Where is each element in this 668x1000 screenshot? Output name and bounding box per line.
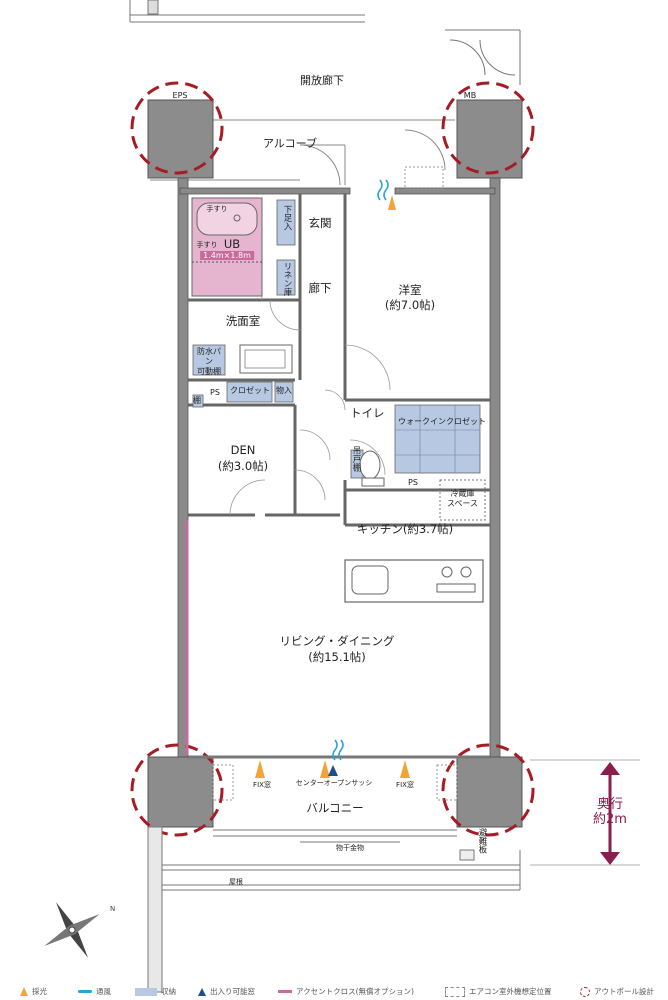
legend-wind-label: 通風 bbox=[96, 987, 111, 996]
tsuridana-label: 吊戸棚 bbox=[351, 446, 361, 472]
accent-swatch bbox=[278, 990, 292, 993]
eps-label: EPS bbox=[172, 91, 188, 100]
outpole-circles bbox=[130, 81, 535, 837]
rouka-label: 廊下 bbox=[308, 281, 332, 295]
ps1-label: PS bbox=[210, 388, 220, 397]
drain-icon bbox=[233, 214, 241, 222]
legend-ac: エアコン室外機想定位置 bbox=[445, 986, 552, 997]
tesuri1-label: 手すり bbox=[206, 205, 228, 213]
hiita-label: 避難板 bbox=[477, 828, 487, 854]
storage-swatch bbox=[135, 987, 157, 996]
kitchen-label: キッチン(約3.7帖) bbox=[356, 522, 454, 536]
bousui-text: 防水パン bbox=[197, 347, 221, 366]
legend-wind: 通風 bbox=[78, 986, 111, 997]
interior-walls bbox=[188, 194, 490, 527]
fridge-space-label: 冷蔵庫 スペース bbox=[440, 489, 485, 509]
fix2-label: FIX窓 bbox=[396, 781, 414, 789]
walkin-label: ウォークインクロゼット bbox=[398, 417, 486, 426]
den-size-label: (約3.0帖) bbox=[217, 459, 269, 473]
legend-accent: アクセントクロス(無償オプション) bbox=[278, 986, 414, 997]
living-label: リビング・ダイニング bbox=[279, 634, 395, 648]
reizou1-text: 冷蔵庫 bbox=[450, 489, 475, 498]
legend-light-label: 採光 bbox=[32, 987, 47, 996]
genkan-label: 玄関 bbox=[308, 216, 332, 230]
legend-storage-label: 収納 bbox=[161, 987, 176, 996]
toilet-icon bbox=[359, 450, 381, 480]
depth-arrow bbox=[600, 762, 620, 865]
bousui-label: 防水パン 可動棚 bbox=[193, 347, 225, 377]
legend-ac-label: エアコン室外機想定位置 bbox=[469, 987, 552, 996]
fridge-space bbox=[439, 479, 486, 521]
light-icon bbox=[20, 987, 28, 996]
shitabako-label: 下足入 bbox=[282, 205, 292, 231]
ps2-label: PS bbox=[408, 478, 418, 487]
wind-icon bbox=[78, 990, 92, 993]
ac-swatch bbox=[445, 986, 465, 997]
open-corridor-label: 開放廊下 bbox=[300, 74, 344, 87]
legend-entry: 出入り可能窓 bbox=[198, 986, 255, 997]
ub-size-label: 1.4m×1.8m bbox=[200, 251, 254, 260]
kadoudana-text: 可動棚 bbox=[197, 367, 221, 376]
compass-icon bbox=[44, 902, 100, 958]
walkin-grid bbox=[395, 405, 480, 473]
ub-label: UB bbox=[223, 237, 241, 251]
yane-label: 屋根 bbox=[229, 878, 243, 886]
living-size-label: (約15.1帖) bbox=[308, 650, 366, 664]
linen-label: リネン庫 bbox=[282, 262, 292, 296]
legend-outpole-label: アウトポール設計 bbox=[594, 987, 654, 996]
legend-outpole: アウトポール設計 bbox=[580, 986, 654, 997]
depth-note: 奥行 約2m bbox=[580, 797, 640, 827]
sink-icon bbox=[351, 565, 389, 595]
legend-entry-label: 出入り可能窓 bbox=[210, 987, 255, 996]
depth-line1: 奥行 bbox=[596, 797, 623, 812]
toilet-label: トイレ bbox=[350, 406, 385, 420]
fix1-label: FIX窓 bbox=[253, 781, 271, 789]
triangle-icon bbox=[198, 987, 206, 996]
compass-label: N bbox=[110, 905, 116, 913]
legend-light: 採光 bbox=[20, 986, 47, 997]
ac-unit-positions bbox=[212, 166, 458, 801]
youshitsu-label: 洋室 bbox=[398, 283, 422, 297]
balcony-label: バルコニー bbox=[306, 801, 364, 815]
storage-areas bbox=[192, 199, 481, 479]
tana-label: 棚 bbox=[193, 396, 201, 405]
legend-accent-label: アクセントクロス(無償オプション) bbox=[296, 987, 414, 996]
tesuri2-label: 手すり bbox=[196, 241, 218, 249]
washbasin bbox=[239, 344, 293, 374]
monohoshi-label: 物干金物 bbox=[336, 844, 364, 852]
den-label: DEN bbox=[230, 443, 256, 457]
legend: 採光 通風 収納 出入り可能窓 アクセントクロス(無償オプション) エアコン室外… bbox=[0, 986, 668, 1000]
entry-window-triangle bbox=[328, 765, 338, 776]
wind-markers bbox=[332, 179, 389, 761]
legend-storage: 収納 bbox=[135, 986, 176, 997]
closet-label: クロゼット bbox=[230, 386, 270, 395]
youshitsu-size-label: (約7.0帖) bbox=[384, 298, 436, 312]
mb-label: MB bbox=[463, 91, 477, 100]
outpole-icon bbox=[580, 986, 590, 997]
depth-line2: 約2m bbox=[593, 812, 627, 827]
stove-icon bbox=[436, 566, 476, 593]
light-markers bbox=[255, 195, 410, 778]
reizou2-text: スペース bbox=[446, 499, 479, 508]
mono-label: 物入 bbox=[276, 386, 292, 395]
center-sash-label: センターオープンサッシ bbox=[295, 779, 373, 787]
senmen-label: 洗面室 bbox=[225, 314, 261, 328]
alcove-label: アルコーブ bbox=[262, 137, 318, 150]
bathtub-icon bbox=[196, 202, 258, 236]
top-structure bbox=[129, 0, 521, 85]
